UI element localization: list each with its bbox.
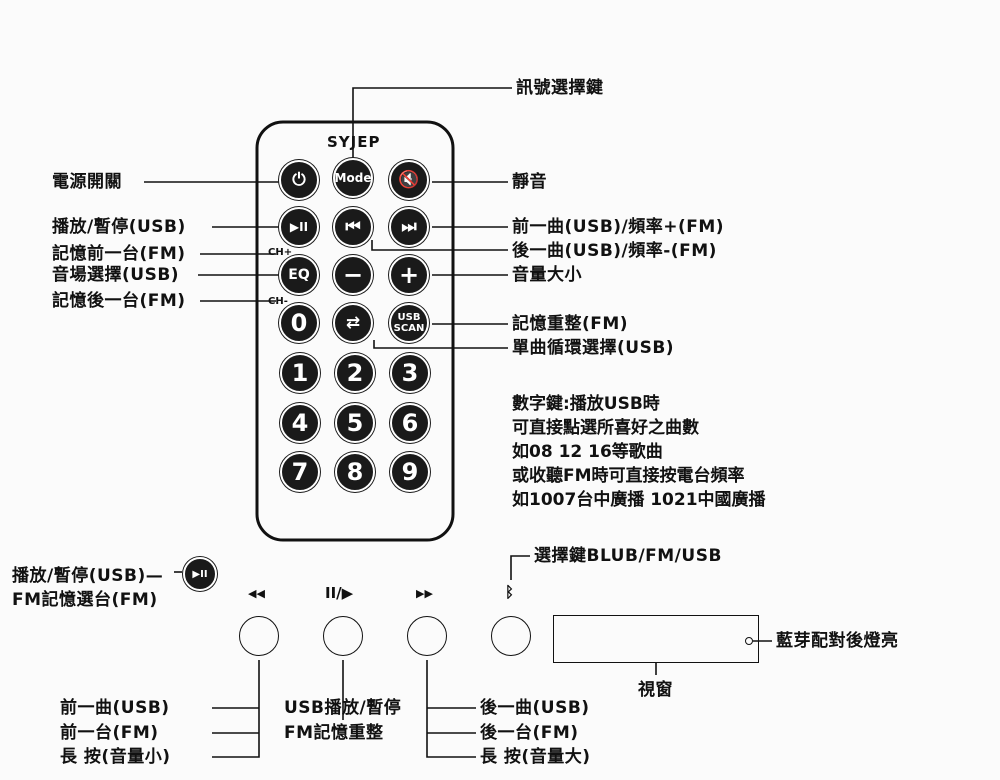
play-pause-button[interactable]: ▶II (279, 207, 319, 247)
mute-button[interactable]: 🔇 (389, 160, 429, 200)
label-left-3: 長 按(音量小) (60, 747, 171, 767)
repeat-button[interactable]: ⇄ (333, 303, 373, 343)
panel-prev-button[interactable] (239, 616, 279, 656)
digit-6-button[interactable]: 6 (390, 403, 430, 443)
digit-8-button[interactable]: 8 (335, 452, 375, 492)
label-next-track: 後一曲(USB)/頻率-(FM) (512, 241, 717, 261)
label-memory-prev: 記憶前一台(FM) (52, 244, 186, 264)
panel-play-pause-icon: ▶II (183, 557, 217, 591)
bluetooth-led (745, 637, 753, 645)
label-right-3: 長 按(音量大) (480, 747, 591, 767)
note-line: 或收聽FM時可直接按電台頻率 (512, 466, 745, 486)
label-memory-reset: 記憶重整(FM) (512, 314, 629, 334)
label-memory-next: 記憶後一台(FM) (52, 291, 186, 311)
next-button[interactable]: ⏭ (389, 207, 429, 247)
note-line: 如1007台中廣播 1021中國廣播 (512, 490, 766, 510)
note-line: 可直接點選所喜好之曲數 (512, 418, 699, 438)
panel-fm-memory-label: FM記憶選台(FM) (12, 590, 158, 610)
label-single-repeat: 單曲循環選擇(USB) (512, 338, 675, 358)
panel-next-button[interactable] (407, 616, 447, 656)
label-select-key: 選擇鍵BLUB/FM/USB (534, 546, 722, 566)
digit-5-button[interactable]: 5 (335, 403, 375, 443)
eq-button[interactable]: EQ (279, 255, 319, 295)
play-pause-icon: II/▶ (325, 584, 354, 602)
volume-plus-button[interactable]: + (389, 255, 429, 295)
numeric-keys-note: 數字鍵:播放USB時 可直接點選所喜好之曲數 如08 12 16等歌曲 或收聽F… (512, 392, 766, 512)
panel-play-pause-label: 播放/暫停(USB)— (12, 566, 164, 586)
digit-4-button[interactable]: 4 (280, 403, 320, 443)
panel-bluetooth-button[interactable] (491, 616, 531, 656)
label-bt-light: 藍芽配對後燈亮 (776, 631, 899, 651)
label-volume: 音量大小 (512, 265, 582, 285)
label-mid-1: USB播放/暫停 (284, 698, 402, 718)
label-left-1: 前一曲(USB) (60, 698, 170, 718)
label-right-2: 後一台(FM) (480, 723, 579, 743)
volume-minus-button[interactable]: − (333, 255, 373, 295)
label-power: 電源開關 (52, 172, 122, 192)
remote-brand: SYJEP (327, 133, 381, 151)
ch-minus-label: CH- (268, 296, 288, 307)
remote-body (255, 120, 455, 542)
prev-button[interactable]: ⏮ (333, 207, 373, 247)
panel-play-button[interactable] (323, 616, 363, 656)
fast-forward-icon: ▶▶ (416, 587, 433, 600)
rewind-icon: ◀◀ (248, 587, 265, 600)
display-window (553, 615, 759, 663)
label-mute: 靜音 (512, 172, 547, 192)
note-line: 如08 12 16等歌曲 (512, 442, 663, 462)
label-right-1: 後一曲(USB) (480, 698, 590, 718)
digit-2-button[interactable]: 2 (335, 353, 375, 393)
label-play-pause: 播放/暫停(USB) (52, 217, 186, 237)
bluetooth-icon: ᛒ (505, 583, 515, 601)
label-window: 視窗 (638, 680, 673, 700)
label-eq-select: 音場選擇(USB) (52, 265, 180, 285)
note-line: 數字鍵:播放USB時 (512, 394, 660, 414)
label-prev-track: 前一曲(USB)/頻率+(FM) (512, 217, 725, 237)
label-signal-select: 訊號選擇鍵 (516, 78, 604, 98)
ch-plus-label: CH+ (268, 247, 293, 258)
power-button[interactable]: ⏻ (279, 160, 319, 200)
label-mid-2: FM記憶重整 (284, 723, 384, 743)
mode-button[interactable]: Mode (333, 158, 373, 198)
label-left-2: 前一台(FM) (60, 723, 159, 743)
digit-7-button[interactable]: 7 (280, 452, 320, 492)
digit-3-button[interactable]: 3 (390, 353, 430, 393)
digit-9-button[interactable]: 9 (390, 452, 430, 492)
digit-1-button[interactable]: 1 (280, 353, 320, 393)
digit-0-button[interactable]: 0 (279, 303, 319, 343)
